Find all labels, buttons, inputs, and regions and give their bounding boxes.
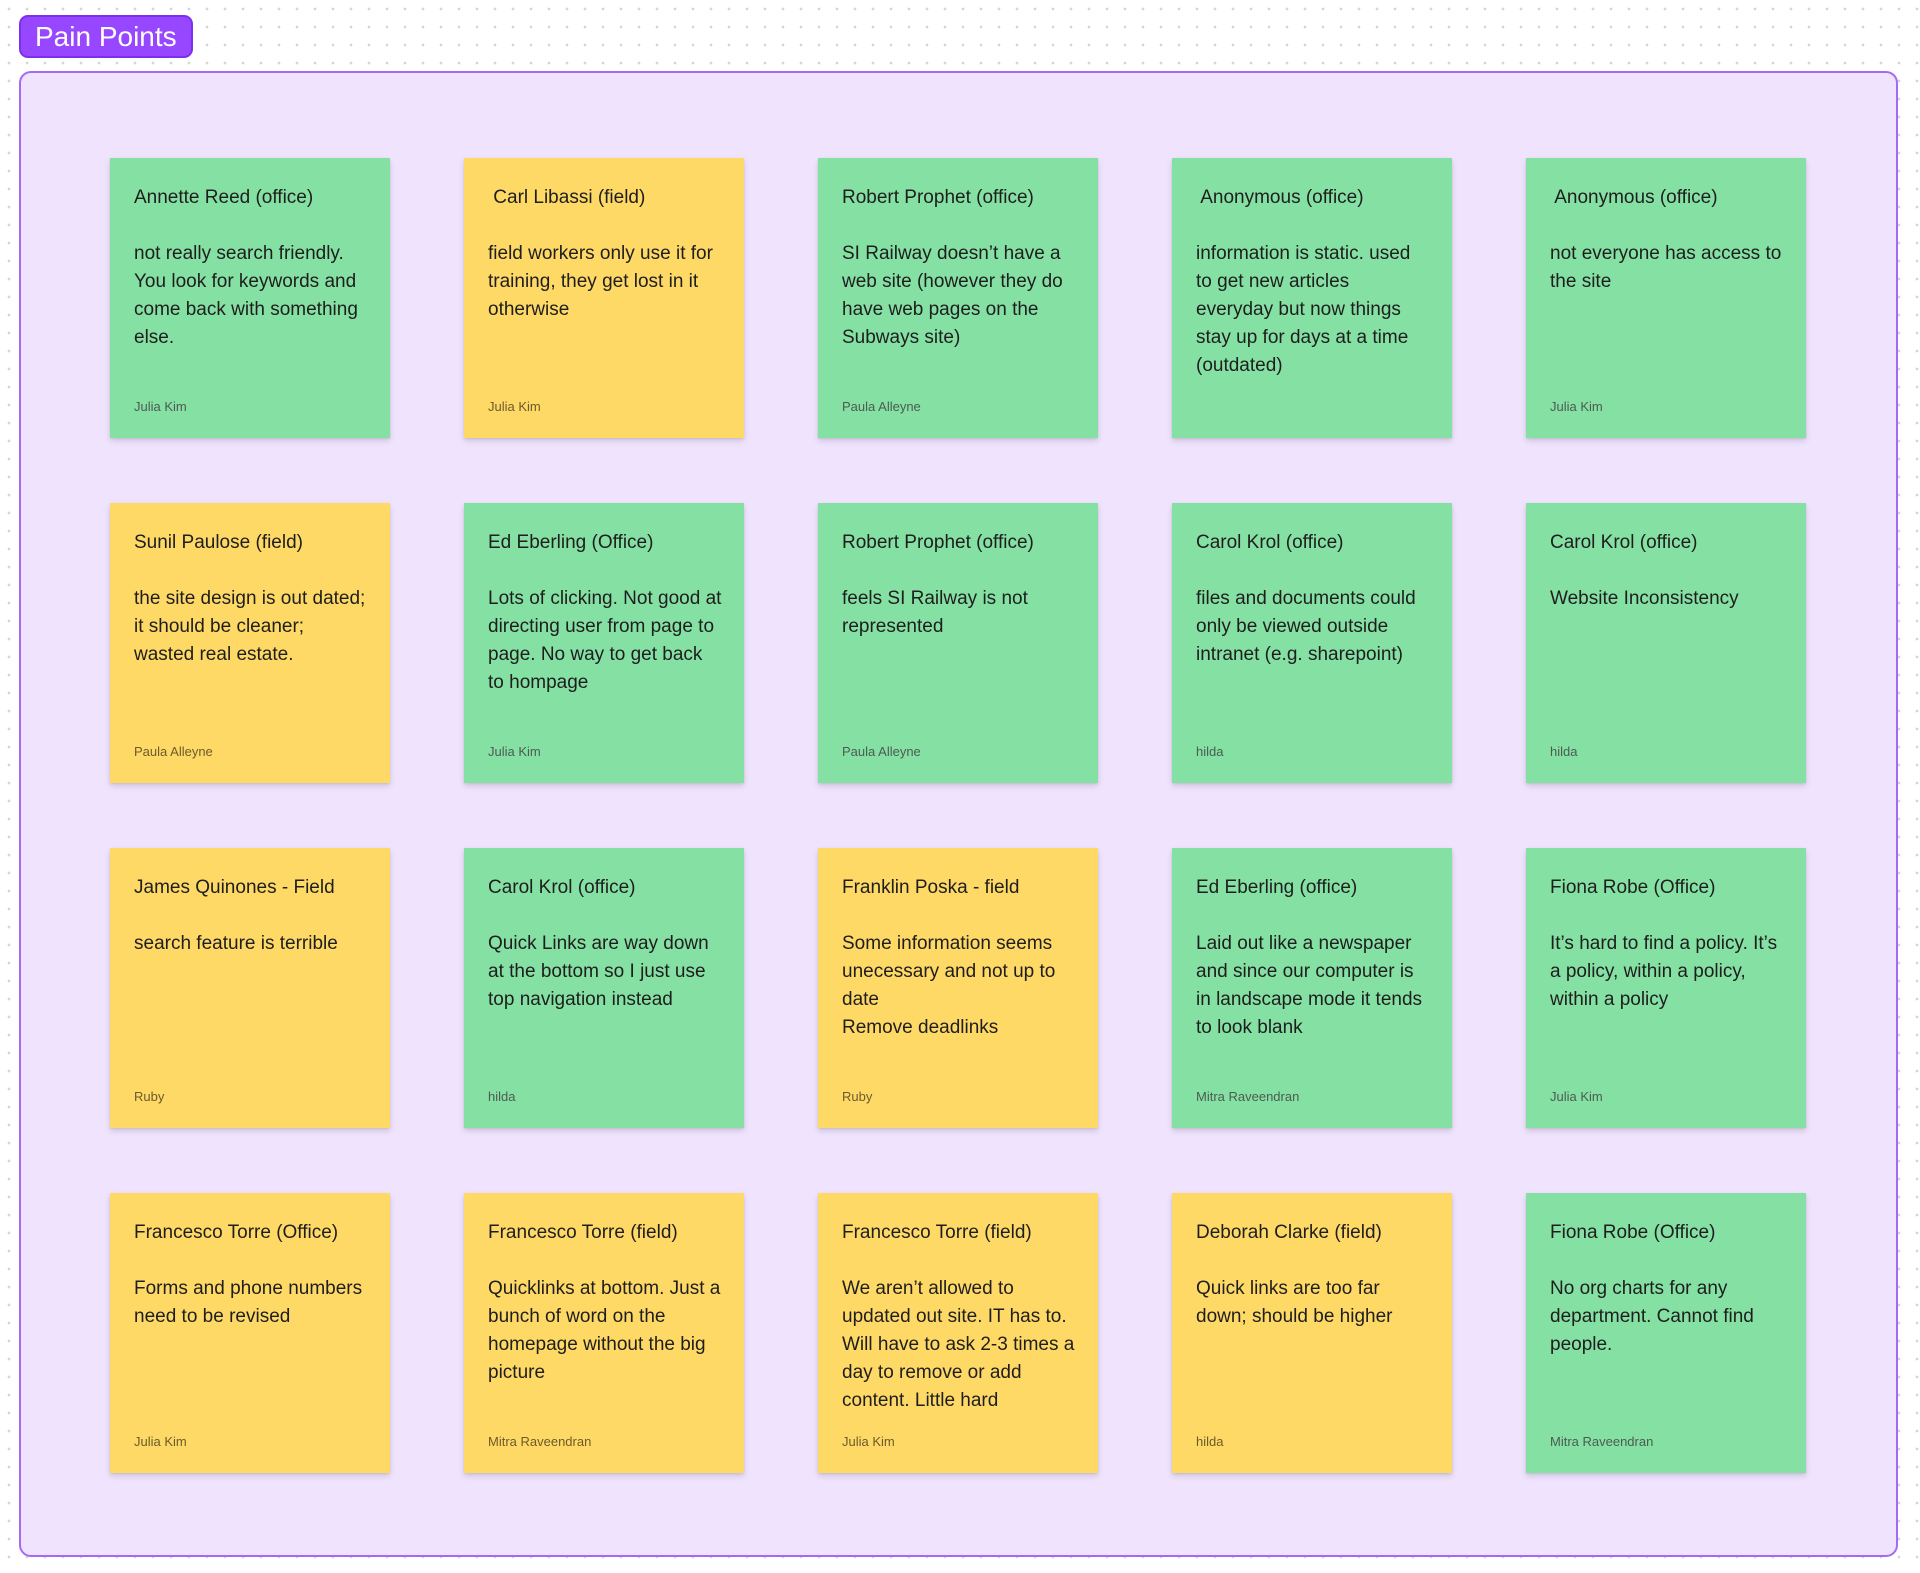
sticky-note[interactable]: Sunil Paulose (field) the site design is… <box>110 503 390 783</box>
sticky-note-participant: Francesco Torre (Office) <box>134 1222 339 1243</box>
sticky-note-participant: Carl Libassi (field) <box>488 187 646 208</box>
sticky-note-text: field workers only use it for training, … <box>488 243 713 320</box>
sticky-note[interactable]: Fiona Robe (Office) It’s hard to find a … <box>1526 848 1806 1128</box>
sticky-note-author: Julia Kim <box>842 1434 895 1449</box>
sticky-note-author: Julia Kim <box>1550 399 1603 414</box>
sticky-note-participant: Francesco Torre (field) <box>488 1222 678 1243</box>
sticky-note-author: Ruby <box>134 1089 165 1104</box>
sticky-note-author: Julia Kim <box>134 399 187 414</box>
sticky-note-participant: Anonymous (office) <box>1550 187 1718 208</box>
sticky-note-participant: Deborah Clarke (field) <box>1196 1222 1382 1243</box>
sticky-note-text: information is static. used to get new a… <box>1196 243 1411 376</box>
sticky-note-author: Julia Kim <box>488 744 541 759</box>
sticky-note[interactable]: Carl Libassi (field) field workers only … <box>464 158 744 438</box>
sticky-note-text: Quicklinks at bottom. Just a bunch of wo… <box>488 1278 721 1383</box>
sticky-note[interactable]: Ed Eberling (Office) Lots of clicking. N… <box>464 503 744 783</box>
sticky-note[interactable]: Fiona Robe (Office) No org charts for an… <box>1526 1193 1806 1473</box>
sticky-note-participant: Robert Prophet (office) <box>842 187 1034 208</box>
sticky-note[interactable]: Carol Krol (office) Website Inconsistenc… <box>1526 503 1806 783</box>
sticky-note-participant: Fiona Robe (Office) <box>1550 877 1716 898</box>
section-title[interactable]: Pain Points <box>19 15 193 58</box>
sticky-note-participant: Ed Eberling (office) <box>1196 877 1358 898</box>
sticky-note[interactable]: Francesco Torre (field) Quicklinks at bo… <box>464 1193 744 1473</box>
sticky-note-text: SI Railway doesn’t have a web site (howe… <box>842 243 1063 348</box>
sticky-note-text: not really search friendly. You look for… <box>134 243 358 348</box>
sticky-note-text: the site design is out dated; it should … <box>134 588 366 665</box>
sticky-note[interactable]: Anonymous (office) not everyone has acce… <box>1526 158 1806 438</box>
sticky-note[interactable]: Annette Reed (office) not really search … <box>110 158 390 438</box>
sticky-note[interactable]: James Quinones - Field search feature is… <box>110 848 390 1128</box>
sticky-note-text: not everyone has access to the site <box>1550 243 1782 292</box>
sticky-note-author: Mitra Raveendran <box>1196 1089 1300 1104</box>
sticky-note-author: Paula Alleyne <box>842 399 921 414</box>
sticky-note-author: hilda <box>1550 744 1578 759</box>
sticky-note[interactable]: Robert Prophet (office) SI Railway doesn… <box>818 158 1098 438</box>
sticky-note-author: Julia Kim <box>488 399 541 414</box>
sticky-note-text: feels SI Railway is not represented <box>842 588 1028 637</box>
sticky-note-author: Mitra Raveendran <box>488 1434 592 1449</box>
sticky-note-author: Paula Alleyne <box>842 744 921 759</box>
sticky-note-text: Website Inconsistency <box>1550 588 1739 609</box>
sticky-note[interactable]: Carol Krol (office) files and documents … <box>1172 503 1452 783</box>
sticky-note-author: hilda <box>488 1089 516 1104</box>
sticky-note-participant: Annette Reed (office) <box>134 187 314 208</box>
sticky-note-author: Paula Alleyne <box>134 744 213 759</box>
sticky-note[interactable]: Robert Prophet (office) feels SI Railway… <box>818 503 1098 783</box>
sticky-note-text: We aren’t allowed to updated out site. I… <box>842 1278 1075 1411</box>
sticky-note-text: Laid out like a newspaper and since our … <box>1196 933 1423 1038</box>
sticky-note-author: Ruby <box>842 1089 873 1104</box>
sticky-note-text: Forms and phone numbers need to be revis… <box>134 1278 363 1327</box>
sticky-note-participant: Carol Krol (office) <box>488 877 636 898</box>
sticky-note[interactable]: Carol Krol (office) Quick Links are way … <box>464 848 744 1128</box>
sticky-note-participant: James Quinones - Field <box>134 877 335 898</box>
sticky-note-text: It’s hard to find a policy. It’s a polic… <box>1550 933 1778 1010</box>
sticky-note-participant: Carol Krol (office) <box>1550 532 1698 553</box>
sticky-note[interactable]: Deborah Clarke (field) Quick links are t… <box>1172 1193 1452 1473</box>
sticky-note-participant: Carol Krol (office) <box>1196 532 1344 553</box>
sticky-note-participant: Robert Prophet (office) <box>842 532 1034 553</box>
sticky-note-text: files and documents could only be viewed… <box>1196 588 1416 665</box>
sticky-note-author: Julia Kim <box>134 1434 187 1449</box>
sticky-note[interactable]: Franklin Poska - field Some information … <box>818 848 1098 1128</box>
sticky-note-author: hilda <box>1196 744 1224 759</box>
sticky-note-author: Julia Kim <box>1550 1089 1603 1104</box>
sticky-note-participant: Ed Eberling (Office) <box>488 532 654 553</box>
sticky-note-text: search feature is terrible <box>134 933 338 954</box>
sticky-note[interactable]: Anonymous (office) information is static… <box>1172 158 1452 438</box>
sticky-note-text: No org charts for any department. Cannot… <box>1550 1278 1754 1355</box>
sticky-note-text: Lots of clicking. Not good at directing … <box>488 588 722 693</box>
sticky-note-text: Some information seems unecessary and no… <box>842 933 1056 1038</box>
sticky-note-text: Quick Links are way down at the bottom s… <box>488 933 709 1010</box>
pain-points-section[interactable]: Annette Reed (office) not really search … <box>19 71 1898 1557</box>
sticky-note-author: hilda <box>1196 1434 1224 1449</box>
sticky-note-participant: Francesco Torre (field) <box>842 1222 1032 1243</box>
sticky-note[interactable]: Francesco Torre (Office) Forms and phone… <box>110 1193 390 1473</box>
sticky-note-participant: Fiona Robe (Office) <box>1550 1222 1716 1243</box>
sticky-note-participant: Anonymous (office) <box>1196 187 1364 208</box>
sticky-note-text: Quick links are too far down; should be … <box>1196 1278 1393 1327</box>
sticky-note-author: Mitra Raveendran <box>1550 1434 1654 1449</box>
sticky-note[interactable]: Francesco Torre (field) We aren’t allowe… <box>818 1193 1098 1473</box>
sticky-note-participant: Franklin Poska - field <box>842 877 1020 898</box>
sticky-note[interactable]: Ed Eberling (office) Laid out like a new… <box>1172 848 1452 1128</box>
sticky-note-participant: Sunil Paulose (field) <box>134 532 303 553</box>
